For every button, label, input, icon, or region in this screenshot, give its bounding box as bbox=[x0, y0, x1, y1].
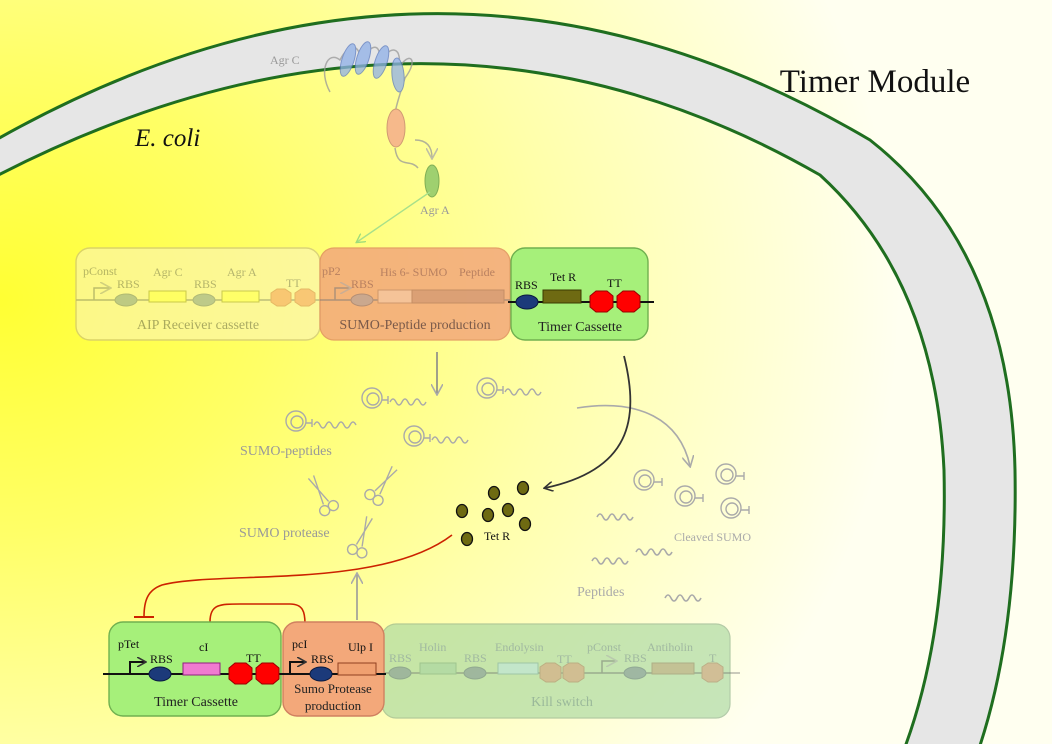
aip-receiver-cassette: pConst RBS Agr C RBS Agr A TT AIP Receiv… bbox=[75, 247, 321, 341]
kill-t-label: T bbox=[709, 651, 717, 665]
sumo-peptide-gene-label: Peptide bbox=[459, 265, 495, 279]
timer-top-caption: Timer Cassette bbox=[538, 320, 622, 335]
kill-endolysin-label: Endolysin bbox=[495, 640, 544, 654]
sumo-peptide-caption: SUMO-Peptide production bbox=[339, 318, 490, 333]
kill-switch-cassette: RBS Holin RBS Endolysin TT pConst RBS An… bbox=[381, 623, 740, 719]
tetr-label: Tet R bbox=[484, 529, 510, 543]
sumo-rbs-label: RBS bbox=[351, 277, 374, 291]
terminator-icon bbox=[616, 290, 641, 313]
kill-antiholin-label: Antiholin bbox=[647, 640, 693, 654]
ci-gene-block bbox=[182, 662, 221, 676]
timer-bottom-caption: Timer Cassette bbox=[154, 695, 238, 710]
kill-holin-label: Holin bbox=[419, 640, 446, 654]
aip-rbs1-label: RBS bbox=[117, 277, 140, 291]
protease-ulp-label: Ulp I bbox=[348, 640, 373, 654]
sumo-pp2-label: pP2 bbox=[322, 264, 341, 278]
timer-top-tetr-label: Tet R bbox=[550, 270, 576, 284]
sumo-his-label: His 6- SUMO bbox=[380, 265, 448, 279]
organism-label: E. coli bbox=[134, 125, 200, 152]
ptet-promoter-icon bbox=[129, 662, 145, 674]
timer-bottom-ptet-label: pTet bbox=[118, 637, 140, 651]
timer-top-tt-label: TT bbox=[607, 276, 622, 290]
cleaved-sumo-molecules bbox=[633, 463, 750, 519]
page-title: Timer Module bbox=[780, 64, 970, 100]
aip-pconst-label: pConst bbox=[83, 264, 118, 278]
aip-tt-label: TT bbox=[286, 276, 301, 290]
ulp-gene-block bbox=[337, 662, 377, 676]
aip-caption: AIP Receiver cassette bbox=[137, 318, 259, 333]
agr-c-receptor bbox=[323, 41, 432, 169]
kill-tt-label: TT bbox=[557, 652, 572, 666]
kill-pconst-label: pConst bbox=[587, 640, 622, 654]
timer-cassette-bottom: pTet RBS cI TT Timer Cassette bbox=[103, 621, 300, 717]
sumo-peptides-label: SUMO-peptides bbox=[240, 444, 332, 459]
kill-rbs2-label: RBS bbox=[464, 651, 487, 665]
agr-a-protein bbox=[424, 164, 440, 198]
agr-c-label: Agr C bbox=[270, 53, 300, 67]
cleaved-sumo-label: Cleaved SUMO bbox=[674, 530, 751, 544]
timer-cassette-top: RBS Tet R TT Timer Cassette bbox=[508, 247, 654, 341]
terminator-icon bbox=[228, 662, 253, 685]
protease-caption-line1: Sumo Protease bbox=[294, 681, 372, 696]
peptide-squiggles bbox=[591, 513, 702, 602]
tetr-expression-arrow bbox=[545, 355, 632, 488]
timer-top-rbs-label: RBS bbox=[515, 278, 538, 292]
timer-bottom-ci-label: cI bbox=[199, 640, 208, 654]
cleavage-arrow bbox=[576, 404, 690, 466]
tetr-gene-block bbox=[542, 289, 582, 304]
peptides-label: Peptides bbox=[577, 585, 624, 600]
timer-bottom-tt-label: TT bbox=[246, 651, 261, 665]
protease-rbs-label: RBS bbox=[311, 652, 334, 666]
timer-bottom-rbs-label: RBS bbox=[150, 652, 173, 666]
pci-promoter-icon bbox=[289, 662, 305, 674]
kill-switch-caption: Kill switch bbox=[531, 695, 593, 710]
sumo-protease-cassette: pcI RBS Ulp I Sumo Protease production bbox=[281, 621, 386, 717]
tetr-repression-line bbox=[143, 534, 453, 618]
rbs-icon bbox=[309, 666, 333, 682]
sumo-peptide-molecules bbox=[285, 377, 542, 447]
kill-rbs1-label: RBS bbox=[389, 651, 412, 665]
terminator-icon bbox=[255, 662, 280, 685]
protease-pci-label: pcI bbox=[292, 637, 307, 651]
aip-agra-label: Agr A bbox=[227, 265, 257, 279]
sumo-peptide-cassette: pP2 RBS His 6- SUMO Peptide SUMO-Peptide… bbox=[319, 247, 511, 341]
agr-a-label: Agr A bbox=[420, 203, 450, 217]
tetr-rbs-icon bbox=[515, 294, 539, 310]
rbs-icon bbox=[148, 666, 172, 682]
ci-repression-line bbox=[209, 603, 306, 660]
tetr-protein-dots bbox=[455, 480, 532, 547]
agr-a-activation-arrow bbox=[357, 191, 431, 242]
terminator-icon bbox=[589, 290, 614, 313]
protease-caption-line2: production bbox=[305, 698, 362, 713]
kill-rbs3-label: RBS bbox=[624, 651, 647, 665]
aip-agrc-label: Agr C bbox=[153, 265, 183, 279]
cell-membrane bbox=[0, 12, 1017, 744]
sumo-protease-label: SUMO protease bbox=[239, 526, 330, 541]
aip-rbs2-label: RBS bbox=[194, 277, 217, 291]
scissors-icon bbox=[307, 465, 398, 559]
